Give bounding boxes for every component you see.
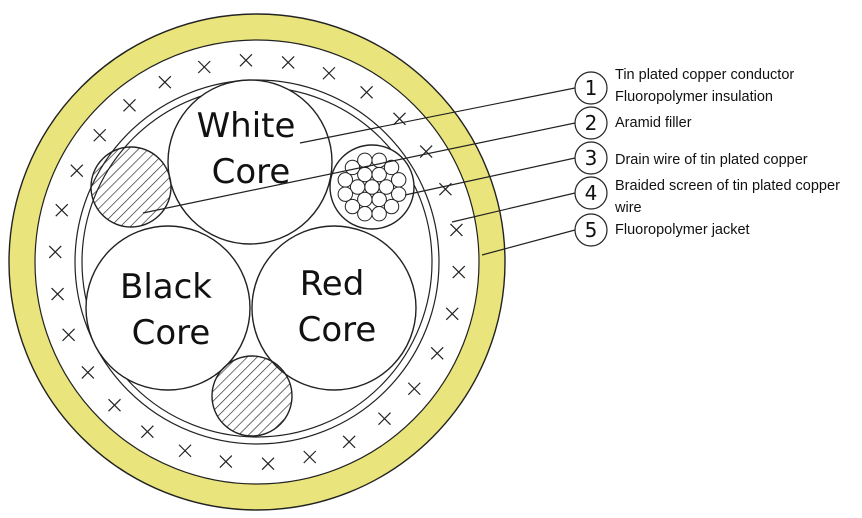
braid-x-mark [123,98,136,112]
legend-number-3: 3 [574,141,608,175]
braid-x-mark [48,245,62,259]
braid-x-mark [70,164,84,178]
black-core-label-line2: Core [132,313,211,353]
braid-x-mark [419,145,433,159]
braid-x-mark [239,53,253,67]
braid-x-mark [452,265,466,279]
braid-x-mark [178,444,192,458]
legend-number-3-text: 3 [585,146,598,170]
drain-strand [364,179,380,195]
white-core [167,79,333,245]
black-core [85,225,251,391]
red-core-label-line1: Red [300,264,365,304]
braid-x-mark [261,457,275,471]
drain-strand [357,206,373,222]
drain-strand [383,159,400,176]
braid-x-mark [342,435,356,449]
braid-x-mark [62,328,76,342]
drain-strand [337,172,353,188]
braid-x-mark [393,112,406,126]
leader-line-5 [481,229,576,256]
red-core-label-line2: Core [298,310,377,350]
braid-x-mark [55,203,69,217]
legend-3-line1: Drain wire of tin plated copper [615,152,808,168]
braid-x-mark [360,85,374,99]
legend-number-4-text: 4 [585,181,598,205]
aramid-filler-left [90,146,172,228]
drain-strand [371,206,387,222]
legend-number-2-text: 2 [585,111,598,135]
leader-line-2 [142,122,576,214]
legend-number-4: 4 [574,176,608,210]
aramid-filler-bottom [211,355,293,437]
braid-x-mark [51,287,64,301]
drain-strand [337,186,353,202]
legend-5-line1: Fluoropolymer jacket [615,222,750,238]
braid-x-marks [48,53,466,471]
white-core-label-line2: Core [212,152,291,192]
leader-line-3 [404,157,576,196]
legend-4-line2: wire [614,200,642,216]
black-core-label-line1: Black [120,267,212,307]
braid-x-mark [219,455,233,469]
legend-number-5: 5 [574,213,608,247]
legend-number-5-text: 5 [585,218,598,242]
braid-x-mark [445,307,459,321]
braid-x-mark [81,365,95,379]
braid-x-mark [158,75,172,89]
drain-strand [371,152,387,168]
leader-line-1 [299,87,576,144]
legend-4-line1: Braided screen of tin plated copper [615,178,840,194]
braid-x-mark [378,412,391,426]
red-core [251,225,417,391]
legend-number-1-text: 1 [585,76,598,100]
braid-x-mark [197,60,211,74]
legend-number-1: 1 [574,71,608,105]
drain-wire [329,144,415,230]
drain-strand [391,172,407,188]
drain-strand [344,198,361,215]
white-core-label-line1: White [197,106,296,146]
drain-strand [383,198,400,215]
drain-strand [349,179,366,195]
drain-strand [378,179,395,195]
braid-x-mark [303,450,317,464]
legend-1-line1: Tin plated copper conductor [615,67,794,83]
leader-line-4 [451,192,576,223]
braid-x-mark [93,128,107,142]
braid-x-mark [450,223,463,237]
braid-x-mark [140,425,154,439]
braid-x-mark [407,382,421,396]
legend-1-line2: Fluoropolymer insulation [615,89,773,105]
legend-number-2: 2 [574,106,608,140]
braid-x-mark [108,398,121,412]
braid-x-mark [281,55,295,69]
braid-x-mark [322,66,336,80]
legend-2-line1: Aramid filler [615,115,692,131]
braid-x-mark [430,346,444,360]
